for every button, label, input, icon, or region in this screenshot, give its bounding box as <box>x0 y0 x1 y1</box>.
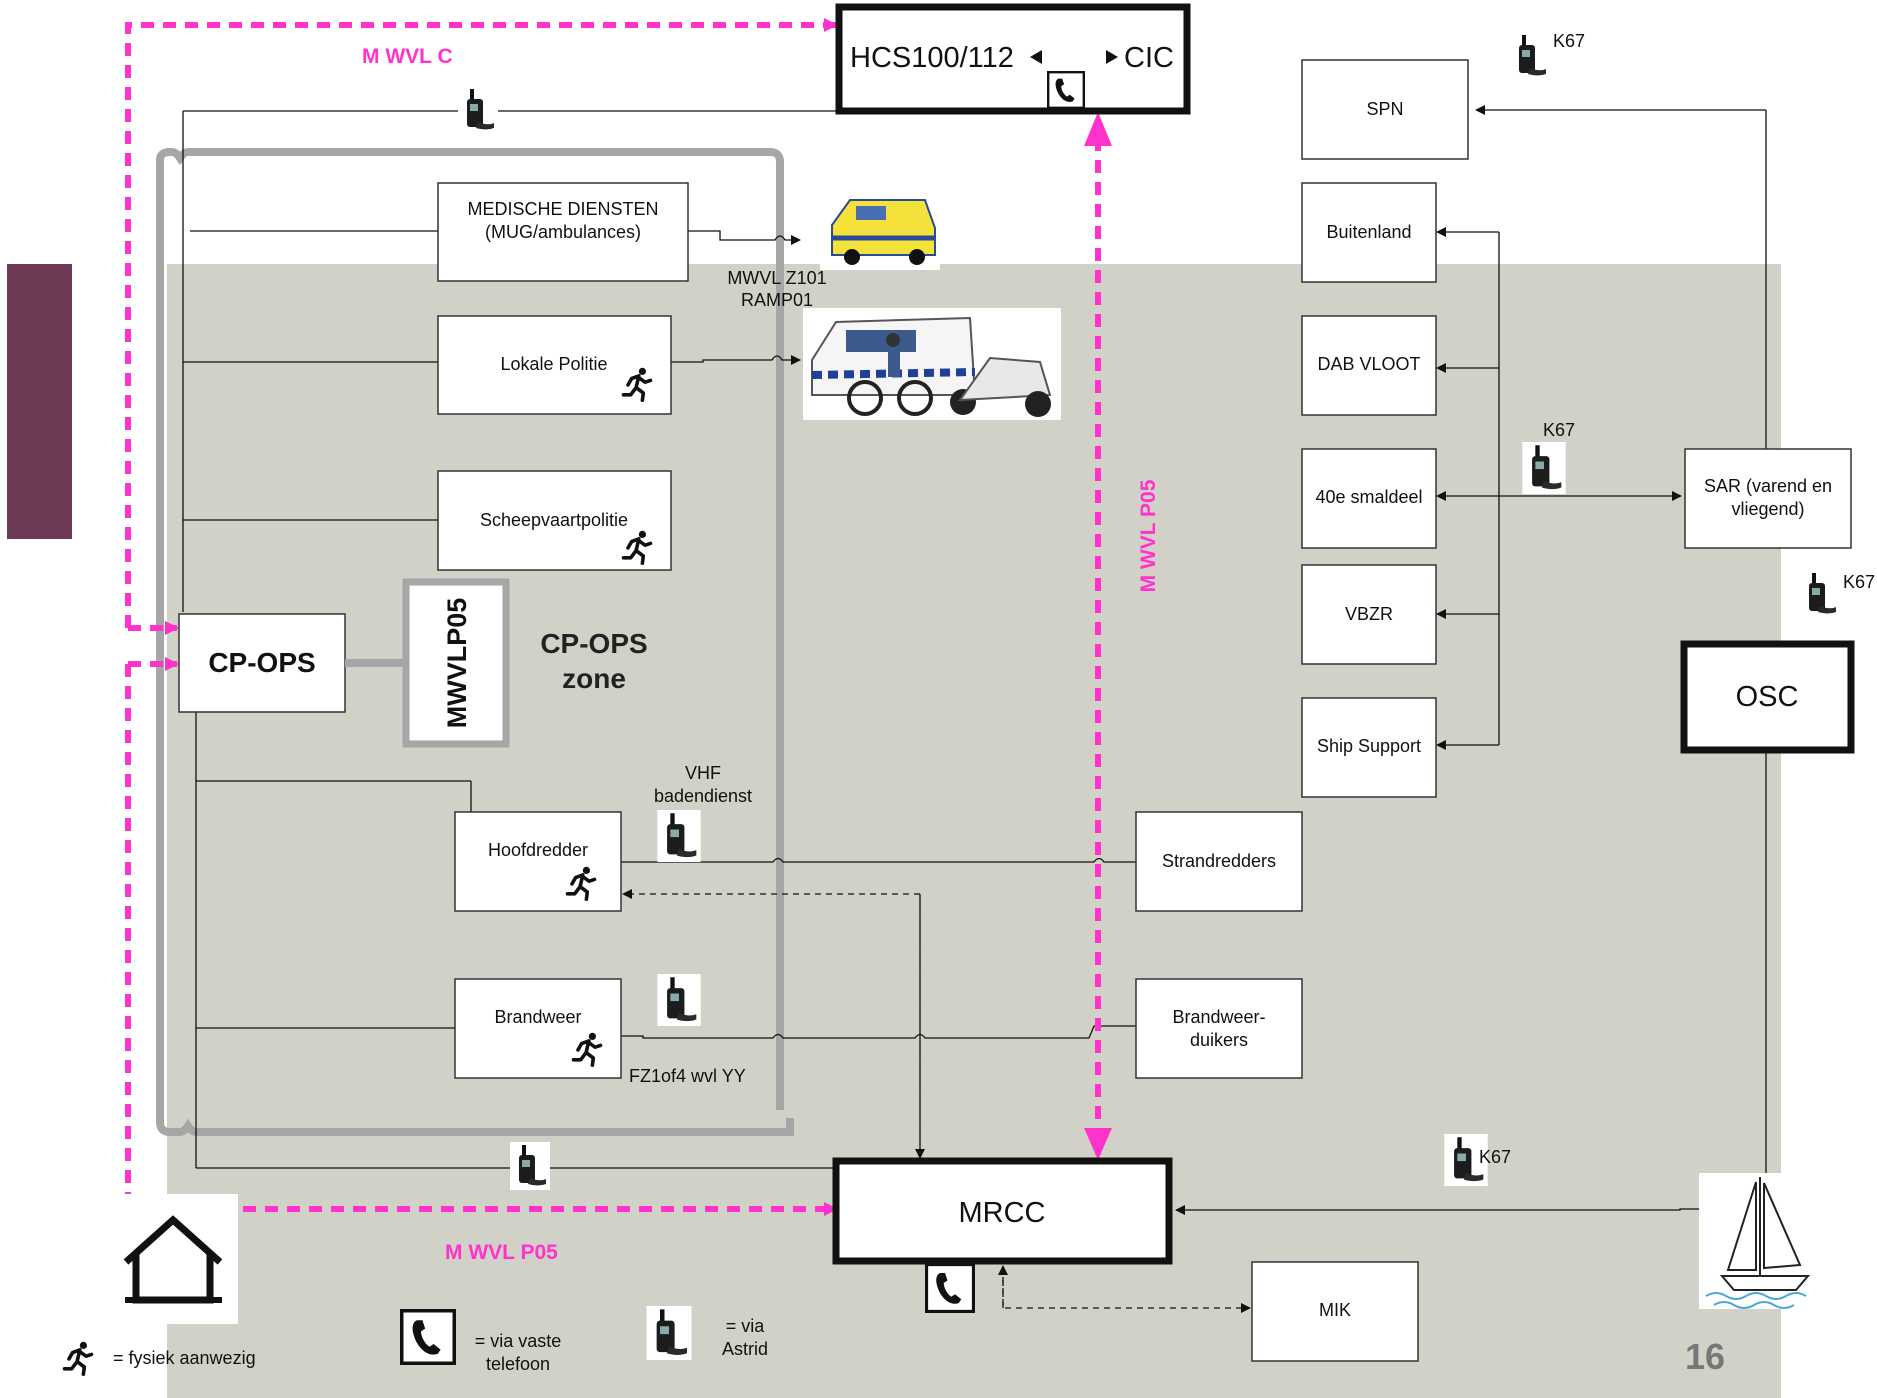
brandweer-duikers-label: Brandweer- <box>1172 1007 1265 1027</box>
medische-diensten-box <box>437 182 689 282</box>
hcs-label: HCS100/112 <box>850 42 1014 74</box>
mik-label: MIK <box>1319 1300 1351 1320</box>
smaldeel-label: 40e smaldeel <box>1315 487 1422 507</box>
mrcc-box <box>832 1157 1173 1265</box>
phone-icon <box>401 1310 454 1363</box>
brandweer-label: Brandweer <box>494 1007 581 1027</box>
k67-label: K67 <box>1553 31 1585 51</box>
buitenland-label: Buitenland <box>1326 222 1411 242</box>
pink-radio-links <box>125 18 1101 1216</box>
ship-support-box <box>1301 697 1437 798</box>
brandweer-duikers-sublabel: duikers <box>1190 1030 1248 1050</box>
house-icon <box>114 1194 238 1324</box>
legend-astrid-label: Astrid <box>722 1339 768 1359</box>
spn-box <box>1301 59 1469 160</box>
lokale-politie-box <box>437 315 672 415</box>
mwvl-z101-label: MWVL Z101 <box>727 268 826 288</box>
k67-label: K67 <box>1543 420 1575 440</box>
strandredders-label: Strandredders <box>1162 851 1276 871</box>
pink-arrow-up <box>1084 112 1112 146</box>
radio-icon <box>458 86 498 134</box>
strandredders-box <box>1135 811 1303 912</box>
medische-diensten-label: MEDISCHE DIENSTEN <box>467 199 658 219</box>
legend-fysiek-label: = fysiek aanwezig <box>113 1348 256 1368</box>
hcs-cic-box <box>835 3 1191 115</box>
mik-box <box>1251 1261 1419 1362</box>
running-person-icon <box>62 1339 94 1377</box>
phone-icon <box>925 1263 975 1313</box>
ambulance-image <box>820 190 940 270</box>
buitenland-box <box>1301 182 1437 283</box>
m-wvl-c-label: M WVL C <box>362 45 453 68</box>
vbzr-label: VBZR <box>1345 604 1393 624</box>
fz-label: FZ1of4 wvl YY <box>629 1066 746 1086</box>
legend-telefoon-label: telefoon <box>486 1354 550 1374</box>
radio-icon <box>1800 570 1840 618</box>
pink-arrow-down <box>1084 1128 1112 1160</box>
k67-label: K67 <box>1843 572 1875 592</box>
badendienst-label: badendienst <box>654 786 752 806</box>
spn-label: SPN <box>1366 99 1403 119</box>
dab-vloot-label: DAB VLOOT <box>1317 354 1420 374</box>
cp-ops-zone-outline-top <box>156 148 784 1110</box>
radio-icon <box>646 1306 692 1360</box>
brandweer-box <box>454 978 622 1079</box>
cp-ops-zone-outline-bottom <box>156 160 794 1136</box>
page-number: 16 <box>1685 1336 1725 1377</box>
radio-icon <box>510 1142 550 1190</box>
sar-box <box>1684 448 1852 549</box>
radio-icon <box>657 974 701 1026</box>
cic-label: CIC <box>1124 42 1174 74</box>
legend-via-label: = via <box>726 1316 766 1336</box>
m-wvl-p05-label: M WVL P05 <box>445 1241 558 1264</box>
dab-vloot-box <box>1301 315 1437 416</box>
cp-ops-box <box>178 613 346 713</box>
medische-diensten-sublabel: (MUG/ambulances) <box>485 222 641 242</box>
sar-sublabel: vliegend) <box>1731 499 1804 519</box>
brandweer-duikers-box <box>1135 978 1303 1079</box>
side-accent-bar <box>7 264 72 539</box>
smaldeel-box <box>1301 448 1437 549</box>
vhf-label: VHF <box>685 763 721 783</box>
legend-vaste-label: = via vaste <box>475 1331 562 1351</box>
radio-icon <box>1510 32 1550 80</box>
cp-ops-zone-label: CP-OPS <box>540 628 647 659</box>
phone-icon <box>1047 71 1085 109</box>
ramp01-label: RAMP01 <box>741 290 813 310</box>
radio-icon <box>657 810 701 862</box>
cp-ops-label: CP-OPS <box>208 647 315 678</box>
sailboat-icon <box>1699 1173 1816 1309</box>
mwvlp05-box <box>402 578 510 748</box>
k67-label: K67 <box>1479 1147 1511 1167</box>
hoofdredder-label: Hoofdredder <box>488 840 588 860</box>
police-vehicles-image <box>803 308 1061 420</box>
osc-label: OSC <box>1736 681 1799 713</box>
osc-box <box>1680 640 1855 754</box>
hoofdredder-box <box>454 811 622 912</box>
vbzr-box <box>1301 564 1437 665</box>
lokale-politie-label: Lokale Politie <box>500 354 607 374</box>
mrcc-label: MRCC <box>959 1197 1046 1229</box>
mwvlp05-label: MWVLP05 <box>442 598 472 729</box>
radio-icon <box>1522 442 1566 494</box>
cp-ops-zone-sublabel: zone <box>562 663 626 694</box>
sar-label: SAR (varend en <box>1704 476 1832 496</box>
scheepvaartpolitie-label: Scheepvaartpolitie <box>480 510 628 530</box>
m-wvl-p05-vertical-label: M WVL P05 <box>1137 479 1160 592</box>
ship-support-label: Ship Support <box>1317 736 1421 756</box>
